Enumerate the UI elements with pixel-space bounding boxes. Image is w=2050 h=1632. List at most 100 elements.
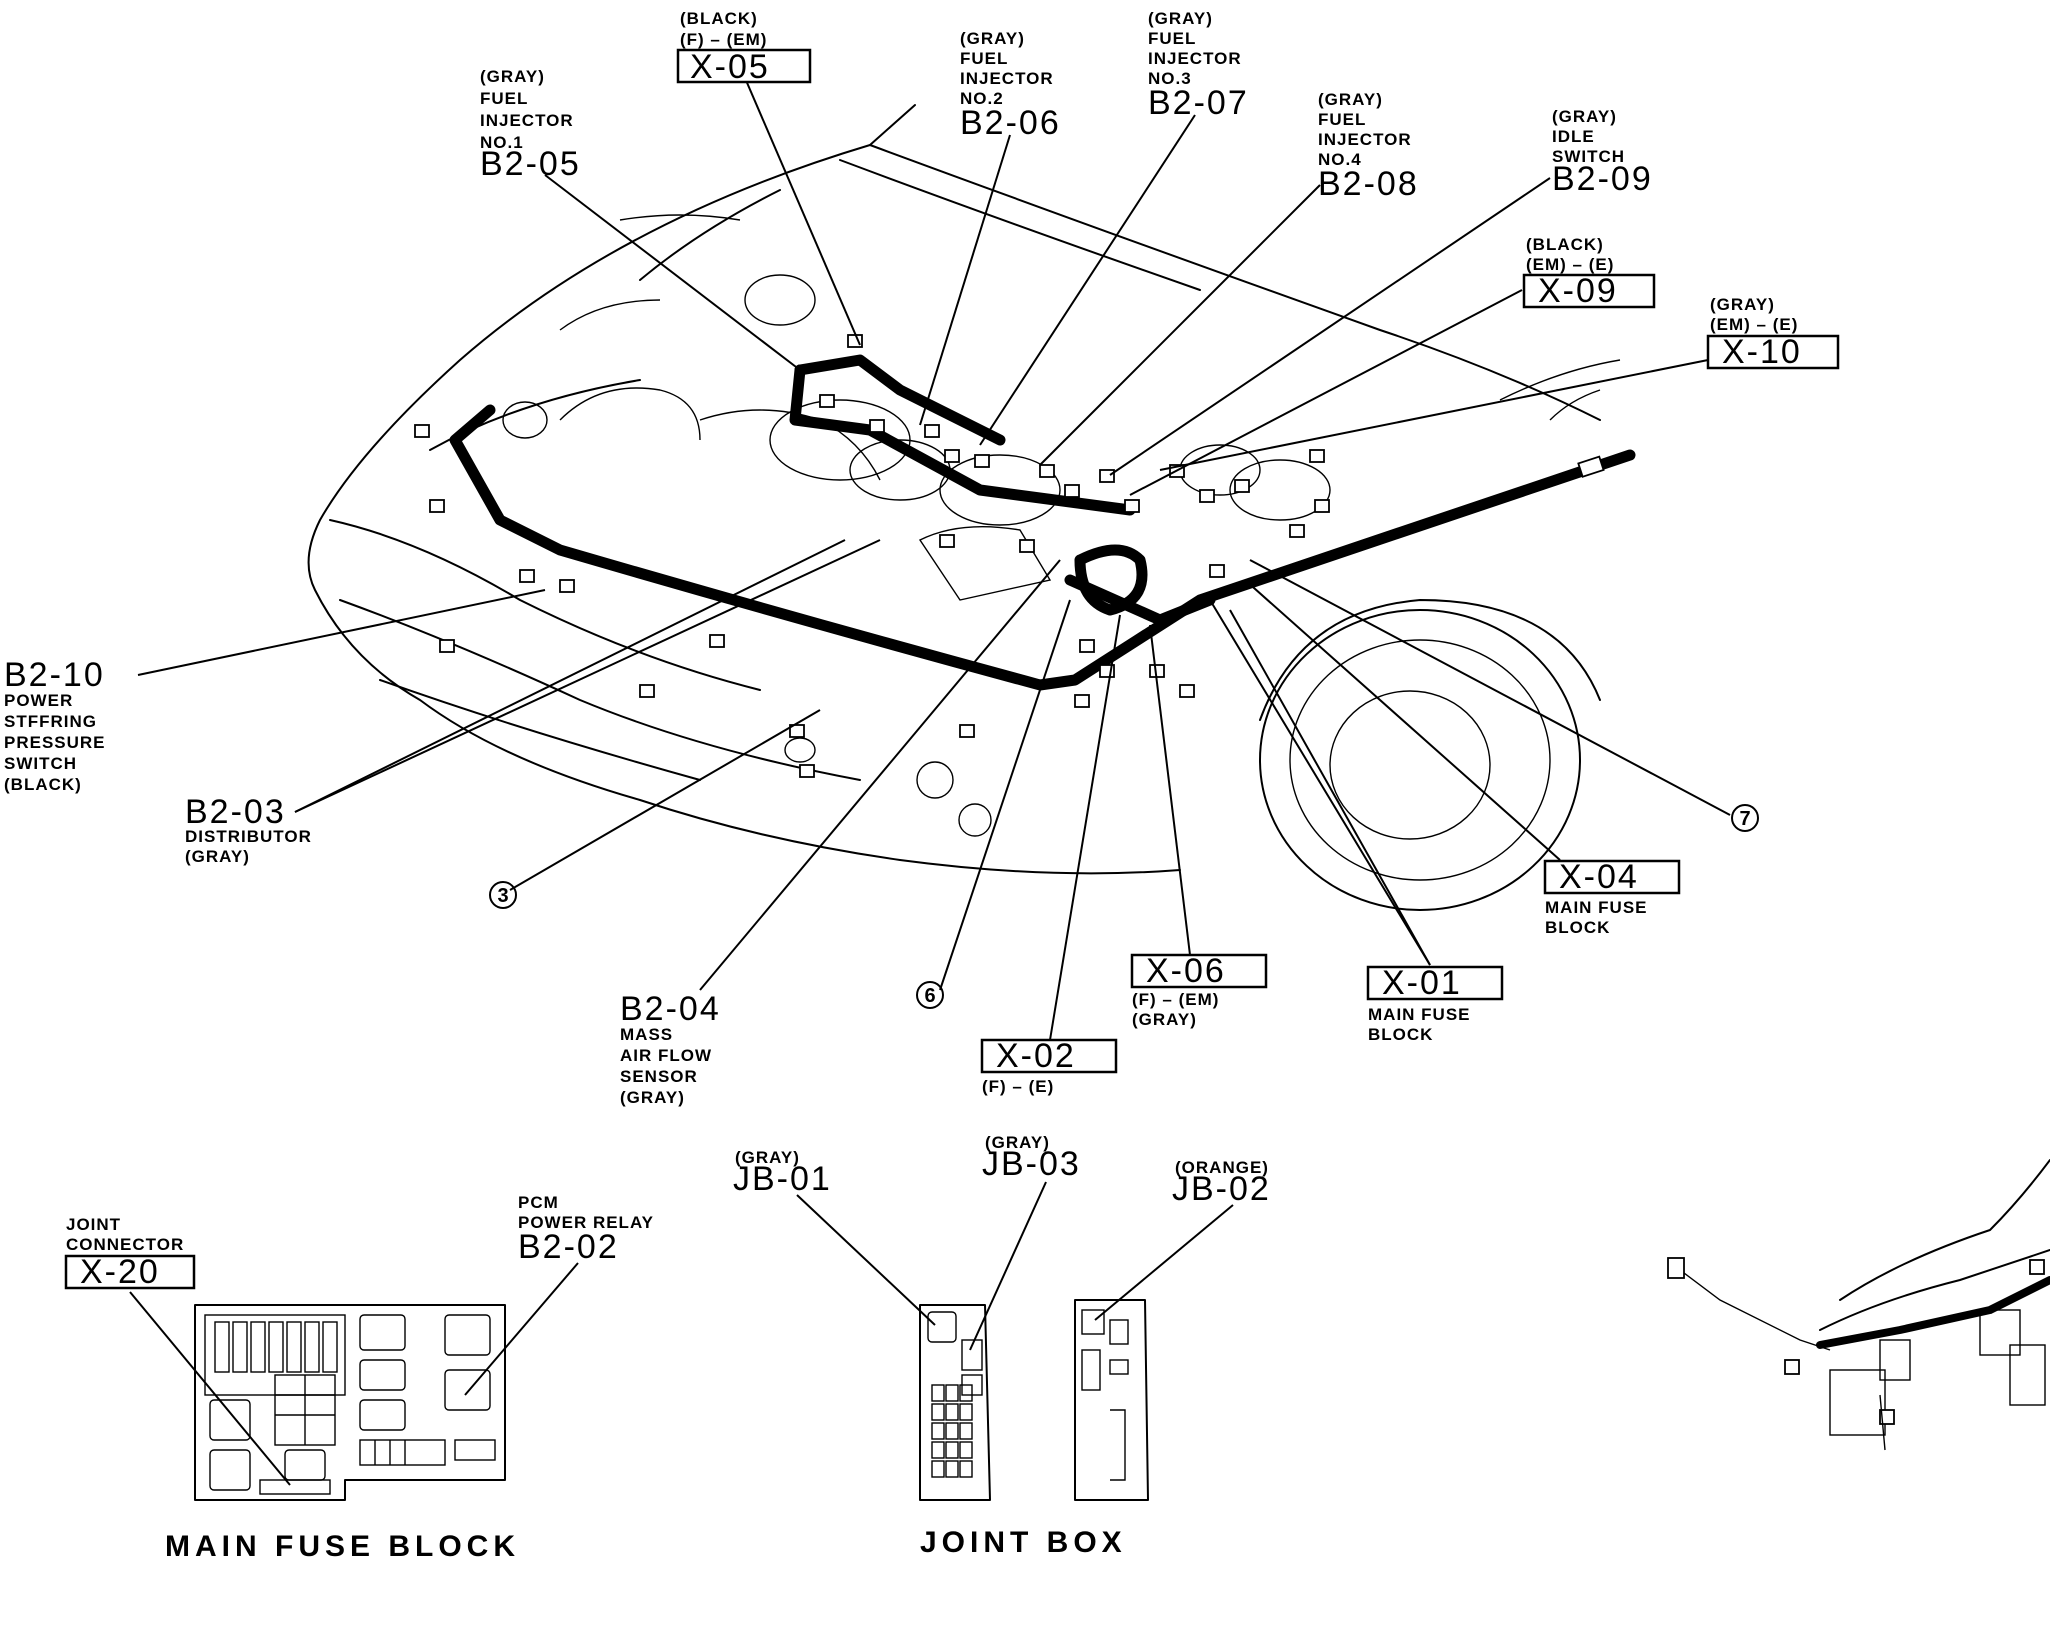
- label-x02: X-02 (F) – (E): [980, 1037, 1118, 1096]
- svg-text:(GRAY): (GRAY): [960, 29, 1025, 48]
- svg-text:X-20: X-20: [80, 1253, 160, 1291]
- callout-3: 3: [489, 881, 517, 909]
- label-b208: (GRAY) FUEL INJECTOR NO.4 B2-08: [1318, 90, 1419, 203]
- svg-text:3: 3: [497, 885, 508, 907]
- svg-text:(BLACK): (BLACK): [680, 9, 758, 28]
- svg-text:X-06: X-06: [1146, 952, 1226, 990]
- svg-text:NO.1: NO.1: [480, 133, 524, 152]
- svg-text:SWITCH: SWITCH: [4, 754, 77, 773]
- svg-text:B2-07: B2-07: [1148, 84, 1249, 122]
- svg-text:(BLACK): (BLACK): [1526, 235, 1604, 254]
- callout-7: 7: [1731, 804, 1759, 832]
- label-x04: X-04 MAIN FUSE BLOCK: [1543, 858, 1681, 937]
- svg-text:(F) – (EM): (F) – (EM): [680, 30, 767, 49]
- svg-text:NO.4: NO.4: [1318, 150, 1362, 169]
- svg-text:BLOCK: BLOCK: [1545, 918, 1610, 937]
- svg-text:B2-06: B2-06: [960, 104, 1061, 142]
- label-b206: (GRAY) FUEL INJECTOR NO.2 B2-06: [960, 29, 1061, 142]
- svg-text:PCM: PCM: [518, 1193, 559, 1212]
- svg-text:(F) – (E): (F) – (E): [982, 1077, 1054, 1096]
- svg-text:JB-01: JB-01: [733, 1160, 832, 1198]
- svg-text:INJECTOR: INJECTOR: [960, 69, 1054, 88]
- svg-text:(GRAY): (GRAY): [480, 67, 545, 86]
- svg-text:JB-02: JB-02: [1172, 1170, 1271, 1208]
- leader-jb01: [796, 1194, 936, 1326]
- svg-text:(F) – (EM): (F) – (EM): [1132, 990, 1219, 1009]
- label-x01: X-01 MAIN FUSE BLOCK: [1366, 964, 1504, 1044]
- svg-text:POWER: POWER: [4, 691, 73, 710]
- svg-text:B2-03: B2-03: [185, 793, 286, 831]
- svg-text:X-09: X-09: [1538, 272, 1618, 310]
- vehicle-body-outline: [307, 104, 1621, 875]
- svg-text:B2-09: B2-09: [1552, 160, 1653, 198]
- label-b205: (GRAY) FUEL INJECTOR NO.1 B2-05: [480, 67, 581, 183]
- label-jb03: (GRAY) JB-03: [982, 1133, 1079, 1183]
- label-b210: B2-10 POWER STFFRING PRESSURE SWITCH (BL…: [4, 656, 106, 794]
- label-x06: X-06 (F) – (EM) (GRAY): [1130, 952, 1268, 1029]
- svg-text:(GRAY): (GRAY): [1148, 9, 1213, 28]
- svg-text:JOINT: JOINT: [66, 1215, 121, 1234]
- engine-components: [502, 274, 1331, 837]
- callout-6: 6: [916, 981, 944, 1009]
- svg-text:X-04: X-04: [1559, 858, 1639, 896]
- harness-connectors: [414, 334, 1330, 778]
- svg-text:MASS: MASS: [620, 1025, 673, 1044]
- svg-text:B2-10: B2-10: [4, 656, 105, 694]
- svg-text:NO.2: NO.2: [960, 89, 1004, 108]
- svg-text:SENSOR: SENSOR: [620, 1067, 698, 1086]
- svg-text:POWER RELAY: POWER RELAY: [518, 1213, 654, 1232]
- front-wheel: [1259, 599, 1601, 911]
- label-b209: (GRAY) IDLE SWITCH B2-09: [1552, 107, 1653, 198]
- svg-text:X-02: X-02: [996, 1037, 1076, 1075]
- svg-text:FUEL: FUEL: [1148, 29, 1196, 48]
- svg-text:SWITCH: SWITCH: [1552, 147, 1625, 166]
- svg-text:(GRAY): (GRAY): [620, 1088, 685, 1107]
- svg-text:DISTRIBUTOR: DISTRIBUTOR: [185, 827, 312, 846]
- svg-text:(GRAY): (GRAY): [185, 847, 250, 866]
- svg-text:(GRAY): (GRAY): [1552, 107, 1617, 126]
- svg-text:INJECTOR: INJECTOR: [1148, 49, 1242, 68]
- main-fuse-block-illustration: [194, 1304, 506, 1501]
- label-x20: JOINT CONNECTOR X-20: [64, 1215, 196, 1291]
- label-x10: (GRAY) (EM) – (E) X-10: [1706, 295, 1840, 371]
- label-x09: (BLACK) (EM) – (E) X-09: [1522, 235, 1656, 310]
- svg-text:FUEL: FUEL: [480, 89, 528, 108]
- svg-text:B2-04: B2-04: [620, 990, 721, 1028]
- svg-text:NO.3: NO.3: [1148, 69, 1192, 88]
- leader-b202: [464, 1262, 579, 1396]
- leader-lines: [137, 77, 1731, 1041]
- svg-text:FUEL: FUEL: [1318, 110, 1366, 129]
- svg-text:(GRAY): (GRAY): [735, 1148, 800, 1167]
- svg-text:FUEL: FUEL: [960, 49, 1008, 68]
- svg-text:B2-08: B2-08: [1318, 165, 1419, 203]
- label-jb01: (GRAY) JB-01: [733, 1148, 832, 1198]
- svg-text:IDLE: IDLE: [1552, 127, 1595, 146]
- partial-harness-inset: [1667, 1159, 2050, 1451]
- svg-text:PRESSURE: PRESSURE: [4, 733, 106, 752]
- label-b202: PCM POWER RELAY B2-02: [518, 1193, 654, 1266]
- svg-text:STFFRING: STFFRING: [4, 712, 97, 731]
- svg-text:(GRAY): (GRAY): [1710, 295, 1775, 314]
- leader-jb02: [1094, 1204, 1234, 1321]
- engine-harness: [449, 354, 1636, 691]
- label-jb02: (ORANGE) JB-02: [1172, 1158, 1271, 1208]
- svg-text:CONNECTOR: CONNECTOR: [66, 1235, 184, 1254]
- svg-text:(BLACK): (BLACK): [4, 775, 82, 794]
- svg-text:INJECTOR: INJECTOR: [480, 111, 574, 130]
- svg-text:(GRAY): (GRAY): [985, 1133, 1050, 1152]
- label-b204: B2-04 MASS AIR FLOW SENSOR (GRAY): [620, 990, 721, 1107]
- svg-text:B2-05: B2-05: [480, 145, 581, 183]
- svg-text:MAIN FUSE: MAIN FUSE: [1368, 1005, 1471, 1024]
- svg-text:BLOCK: BLOCK: [1368, 1025, 1433, 1044]
- main-fuse-block-title: MAIN FUSE BLOCK: [165, 1530, 520, 1563]
- svg-text:6: 6: [924, 985, 935, 1007]
- label-b203: B2-03 DISTRIBUTOR (GRAY): [185, 793, 312, 866]
- svg-text:MAIN FUSE: MAIN FUSE: [1545, 898, 1648, 917]
- joint-box-title: JOINT BOX: [920, 1526, 1127, 1559]
- svg-text:AIR FLOW: AIR FLOW: [620, 1046, 712, 1065]
- svg-text:7: 7: [1739, 808, 1750, 830]
- label-b207: (GRAY) FUEL INJECTOR NO.3 B2-07: [1148, 9, 1249, 122]
- svg-text:X-05: X-05: [690, 48, 770, 86]
- svg-text:(ORANGE): (ORANGE): [1175, 1158, 1269, 1177]
- svg-text:INJECTOR: INJECTOR: [1318, 130, 1412, 149]
